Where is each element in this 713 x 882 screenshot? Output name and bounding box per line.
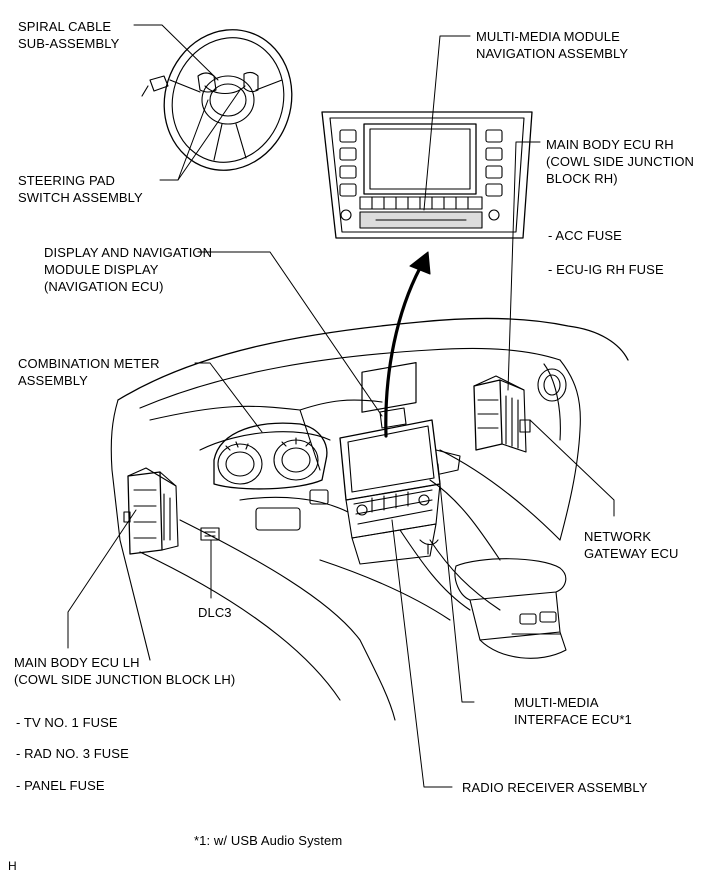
label-main-body-ecu-rh: MAIN BODY ECU RH (COWL SIDE JUNCTION BLO… [546, 137, 695, 186]
label-network-gateway: NETWORK GATEWAY ECU [584, 529, 679, 561]
label-multimedia-interface: MULTI-MEDIA INTERFACE ECU*1 [514, 695, 632, 727]
label-spiral-cable: SPIRAL CABLE SUB-ASSEMBLY [18, 19, 120, 51]
label-radio-receiver: RADIO RECEIVER ASSEMBLY [462, 780, 648, 795]
footnote: *1: w/ USB Audio System [194, 833, 343, 848]
center-stack-drawing [339, 362, 461, 565]
dashboard-drawing [110, 317, 629, 721]
main-body-ecu-rh-drawing [473, 375, 531, 453]
dlc3-drawing [200, 527, 220, 541]
label-ecu-ig-rh-fuse: - ECU-IG RH FUSE [548, 262, 664, 277]
label-tv-fuse: - TV NO. 1 FUSE [16, 715, 118, 730]
label-main-body-ecu-lh: MAIN BODY ECU LH (COWL SIDE JUNCTION BLO… [14, 655, 236, 687]
steering-wheel-drawing [141, 29, 293, 171]
multimedia-module-drawing [321, 111, 533, 239]
label-steering-pad: STEERING PAD SWITCH ASSEMBLY [18, 173, 143, 205]
combination-meter-drawing [213, 422, 329, 531]
label-panel-fuse: - PANEL FUSE [16, 778, 105, 793]
label-multimedia-module: MULTI-MEDIA MODULE NAVIGATION ASSEMBLY [476, 29, 629, 61]
label-combination-meter: COMBINATION METER ASSEMBLY [18, 356, 160, 388]
label-display-navigation: DISPLAY AND NAVIGATION MODULE DISPLAY (N… [44, 245, 213, 294]
label-rad-fuse: - RAD NO. 3 FUSE [16, 746, 129, 761]
center-console-drawing [399, 529, 567, 659]
leader-lines [67, 24, 615, 788]
label-dlc3: DLC3 [198, 605, 232, 620]
main-body-ecu-lh-drawing [123, 467, 179, 555]
corner-mark: H [8, 859, 17, 873]
label-acc-fuse: - ACC FUSE [548, 228, 622, 243]
